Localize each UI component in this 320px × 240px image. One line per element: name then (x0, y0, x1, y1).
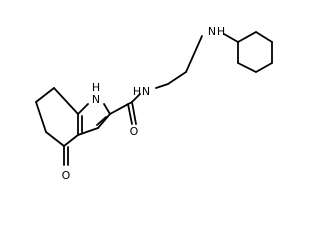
atom-hydrogen: H (92, 81, 100, 94)
single-bonds (35, 31, 273, 147)
indole-nh-label: N H (92, 81, 100, 106)
bond (77, 103, 89, 115)
bond (35, 87, 55, 103)
bond (96, 116, 107, 126)
bond (53, 87, 79, 115)
bond (127, 103, 133, 125)
bond (237, 31, 257, 43)
bond (185, 35, 203, 73)
atom-symbol: N (142, 85, 150, 98)
bond (103, 103, 111, 115)
bond (97, 113, 111, 129)
keto-oxygen-label: O (62, 169, 71, 182)
bond (35, 101, 47, 133)
atom-symbol: N (92, 93, 100, 106)
bond (63, 134, 79, 147)
amide-oxygen-label: O (130, 125, 139, 138)
atom-hydrogen: H (217, 25, 225, 38)
bond (255, 31, 273, 43)
bond (223, 33, 239, 43)
bond (131, 93, 141, 103)
amine-nh-label: N H (208, 25, 225, 38)
amide-nh-label: N H (133, 85, 150, 98)
atom-hydrogen: H (133, 85, 141, 98)
bond (155, 83, 169, 89)
atom-symbol: N (208, 25, 216, 38)
bond (45, 131, 65, 147)
chemical-structure-diagram: N H N H N H O O (35, 25, 273, 182)
double-bonds (63, 101, 137, 166)
bond (237, 62, 257, 73)
bond (167, 71, 187, 85)
atom-labels: N H N H N H O O (62, 25, 225, 182)
bond (77, 127, 99, 136)
bond (255, 62, 273, 73)
bond (131, 101, 137, 125)
